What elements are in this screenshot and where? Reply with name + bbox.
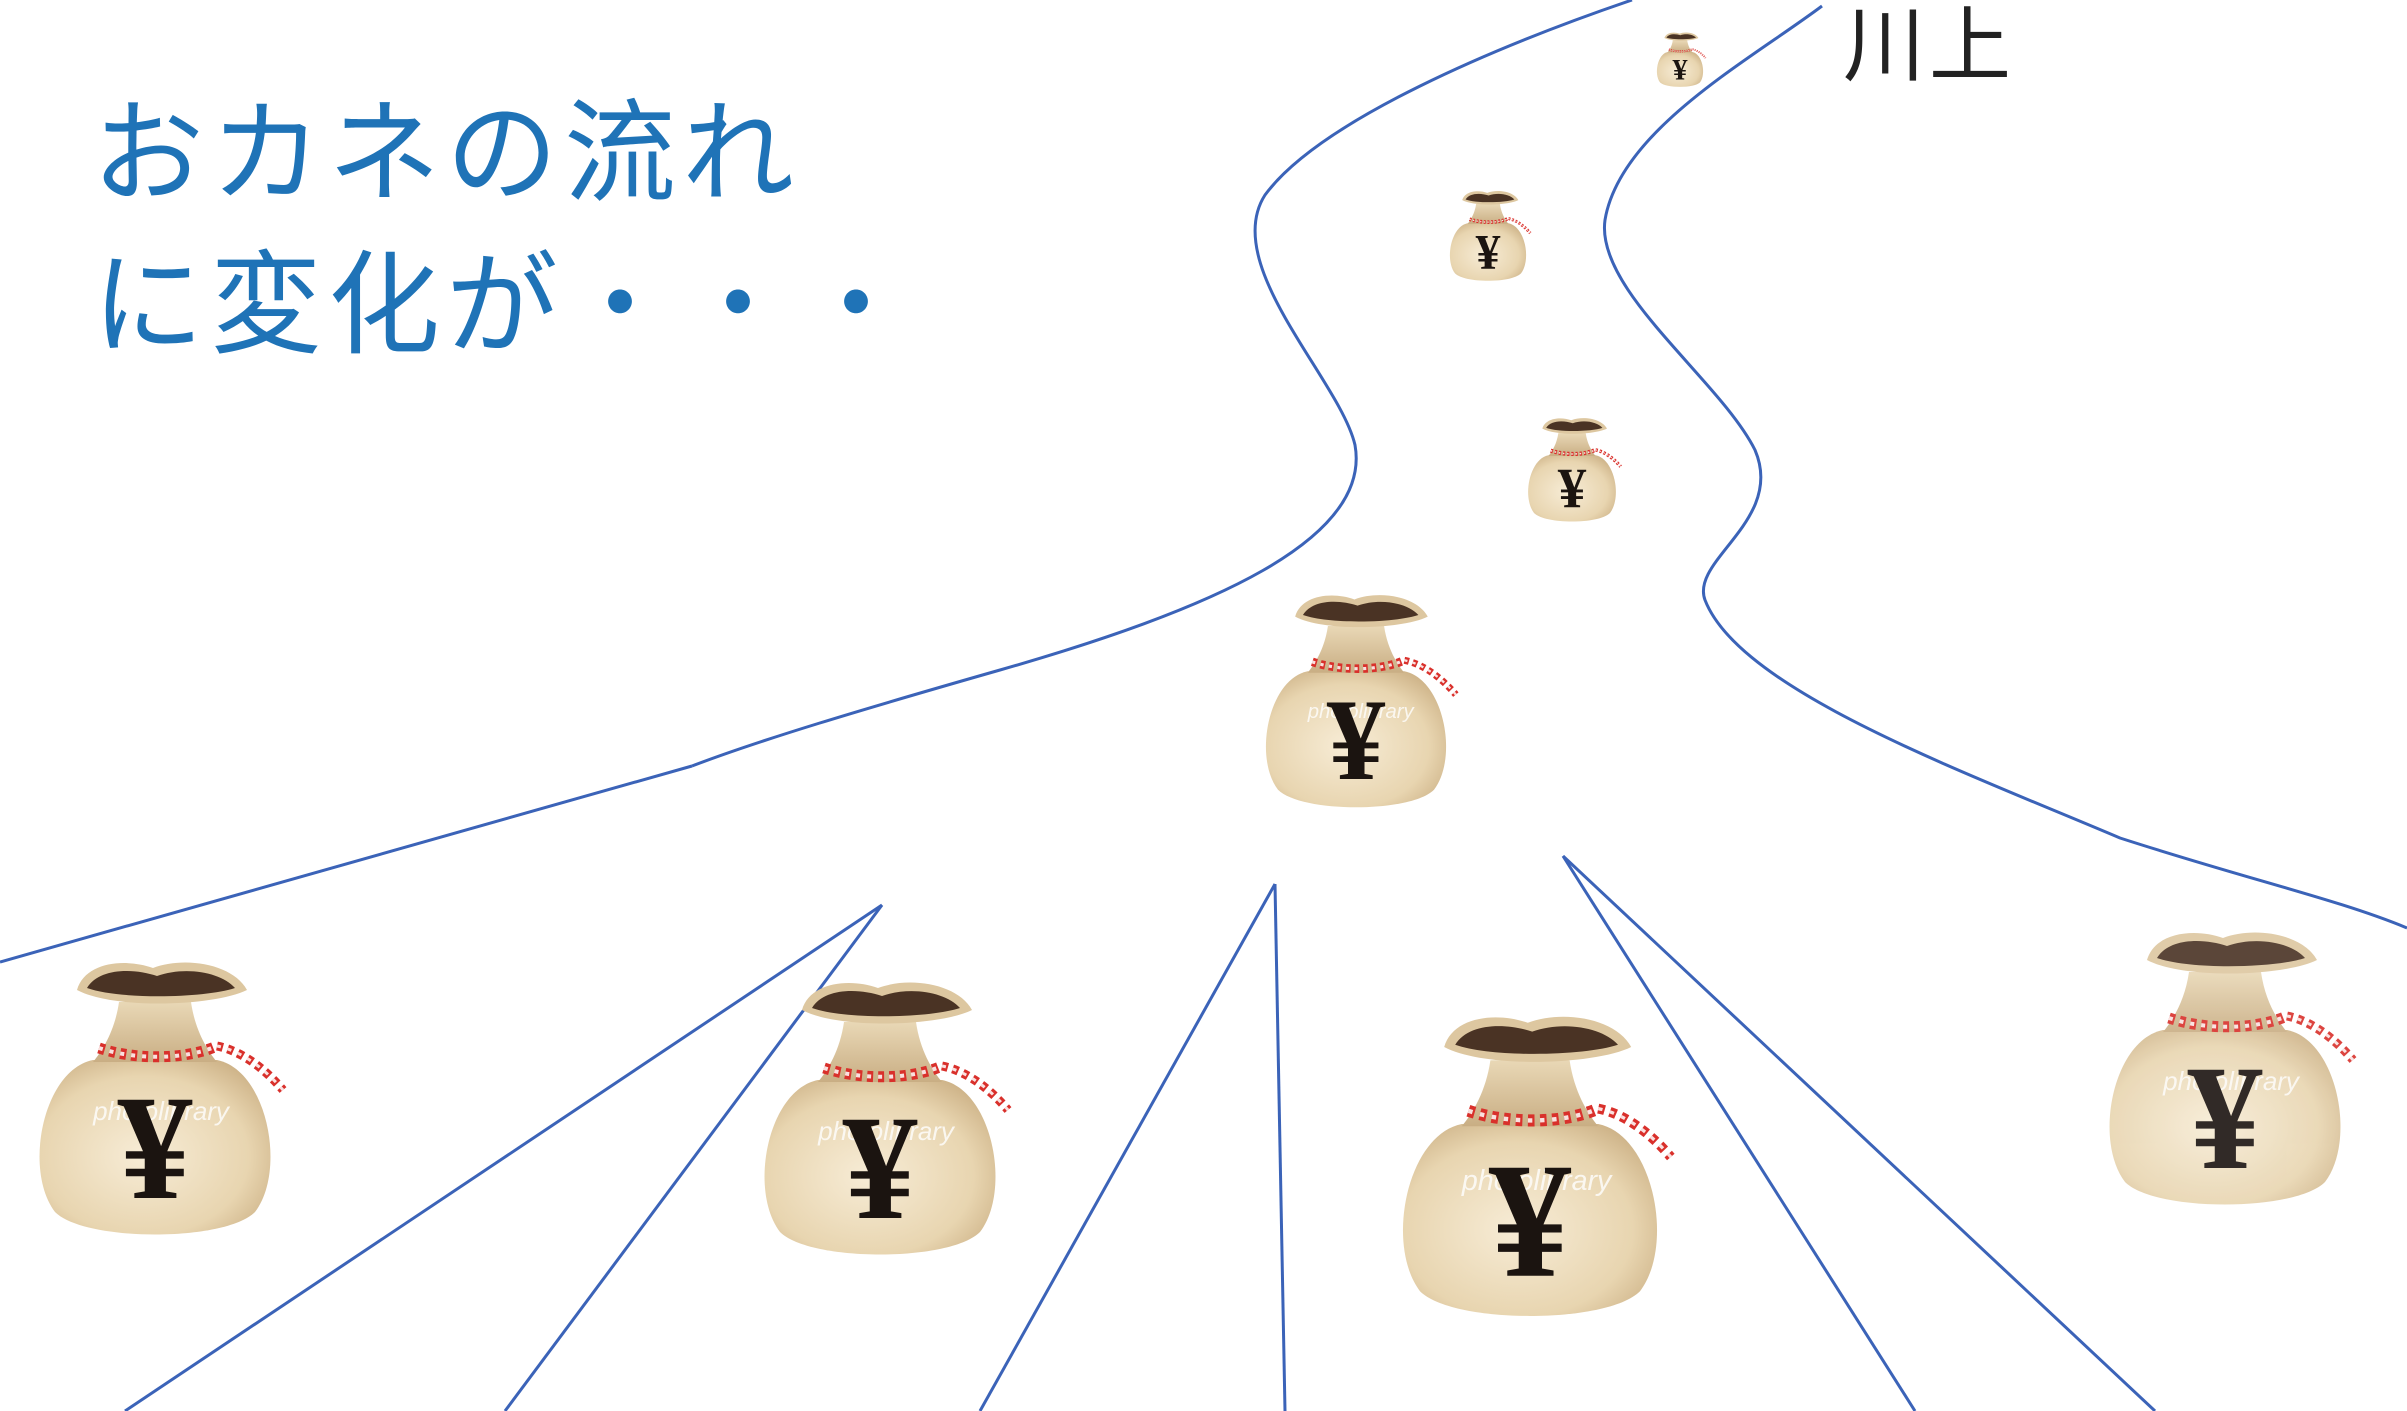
bag-watermark: photolibrary	[1461, 1165, 1613, 1197]
title-line-1: おカネの流れ	[92, 89, 800, 219]
tributary-line	[978, 883, 1277, 1411]
tributary-line	[503, 904, 884, 1411]
bag-watermark: photolibrary	[1307, 701, 1416, 723]
money-bag-icon: ¥	[1528, 418, 1621, 521]
money-bag-icon: photolibrary ¥	[40, 963, 283, 1235]
yen-symbol: ¥	[1673, 54, 1688, 87]
yen-symbol: ¥	[1489, 1129, 1572, 1312]
yen-symbol: ¥	[1476, 225, 1501, 280]
money-bag-icon: photolibrary ¥	[765, 983, 1008, 1255]
money-bag-icon: photolibrary ¥	[2110, 933, 2353, 1205]
yen-symbol: ¥	[843, 1085, 918, 1251]
money-bag-icon: ¥	[1448, 189, 1533, 283]
bag-watermark: photolibrary	[2162, 1066, 2301, 1096]
bag-watermark: photolibrary	[92, 1096, 231, 1126]
bag-watermark: photolibrary	[817, 1116, 956, 1146]
money-bag-icon: ¥	[1655, 31, 1707, 89]
upstream-label: 川上	[1843, 0, 2016, 94]
tributary-line	[0, 764, 693, 964]
yen-symbol: ¥	[118, 1065, 193, 1231]
money-bag-icon: photolibrary ¥	[1403, 1017, 1671, 1316]
tributary-line	[1561, 854, 2157, 1411]
yen-symbol: ¥	[1558, 458, 1587, 521]
yen-symbol: ¥	[1327, 676, 1386, 805]
money-bag-icon: photolibrary ¥	[1266, 595, 1456, 807]
river-bank-right	[1603, 4, 2407, 930]
tributary-line	[1561, 855, 1917, 1411]
yen-symbol: ¥	[2188, 1035, 2263, 1201]
tributary-line	[1273, 883, 1287, 1411]
tributary-line	[124, 903, 883, 1411]
title-line-2: に変化が・・・	[92, 241, 918, 371]
river-bank-left	[691, 0, 1633, 768]
